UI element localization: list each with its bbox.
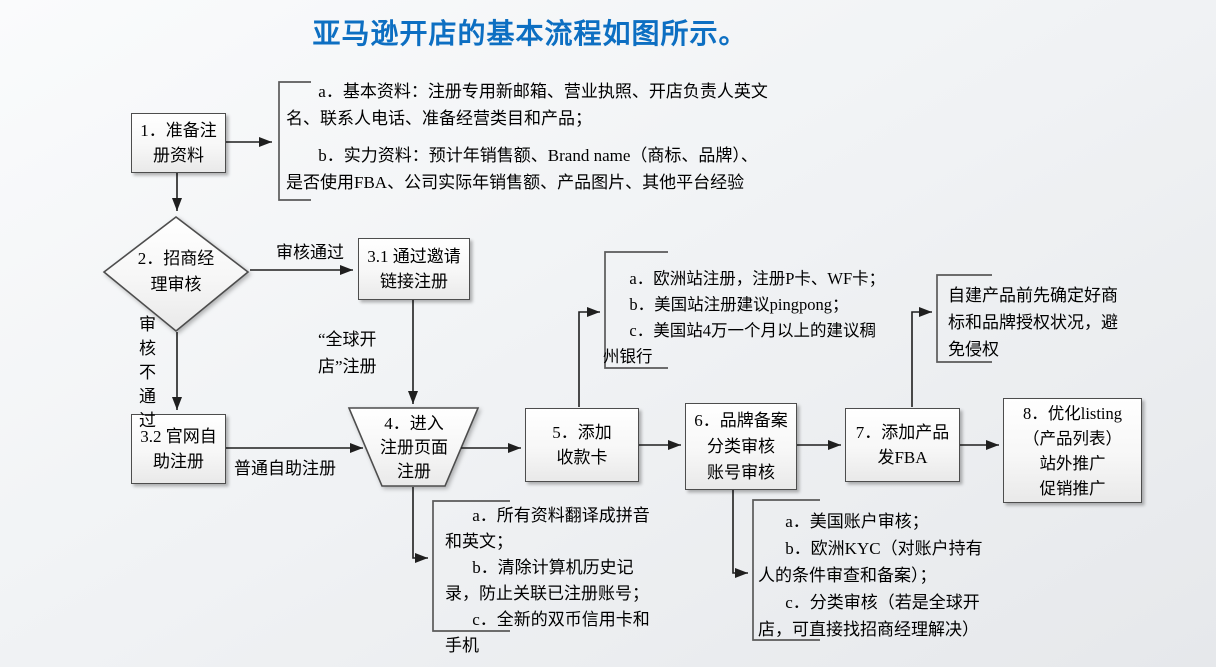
connector-step5-to-note bbox=[578, 307, 600, 407]
edge-label-global-register: “全球开 店”注册 bbox=[318, 330, 377, 376]
node-step2-label: 2．招商经 理审核 bbox=[137, 249, 215, 294]
note-step6-item-b: b．欧洲KYC（对账户持有 人的条件审查和备案）； bbox=[758, 539, 983, 585]
note-step4-item-c: c．全新的双币信用卡和 手机 bbox=[445, 610, 650, 655]
bracket-step1-note bbox=[278, 81, 311, 201]
note-step4: a．所有资料翻译成拼音 和英文； b．清除计算机历史记 录，防止关联已注册账号；… bbox=[445, 503, 661, 659]
note-step5-item-b: b．美国站注册建议pingpong； bbox=[629, 295, 849, 314]
page-title: 亚马逊开店的基本流程如图所示。 bbox=[312, 18, 748, 49]
edge-label-fail: 审 核 不 通 过 bbox=[139, 315, 156, 430]
edge-label-pass: 审核通过 bbox=[276, 243, 344, 262]
note-step4-item-b: b．清除计算机历史记 录，防止关联已注册账号； bbox=[445, 558, 649, 603]
note-step7: 自建产品前先确定好商 标和品牌授权状况，避 免侵权 bbox=[948, 286, 1118, 359]
node-step4-label: 4．进入 注册页面 注册 bbox=[380, 414, 448, 481]
connector-step4-to-note bbox=[412, 487, 428, 563]
bracket-step7-note bbox=[936, 274, 992, 363]
edge-label-normal-register: 普通自助注册 bbox=[234, 459, 336, 478]
note-step4-item-a: a．所有资料翻译成拼音 和英文； bbox=[445, 506, 650, 551]
node-step3-1: 3.1 通过邀请 链接注册 bbox=[358, 238, 470, 300]
note-step6-item-c: c．分类审核（若是全球开 店，可直接找招商经理解决） bbox=[758, 593, 980, 639]
node-step6: 6．品牌备案 分类审核 账号审核 bbox=[685, 403, 797, 490]
note-step1-item-b: b．实力资料：预计年销售额、Brand name（商标、品牌）、 是否使用FBA… bbox=[286, 146, 758, 192]
note-step1-item-a: a．基本资料：注册专用新邮箱、营业执照、开店负责人英文 名、联系人电话、准备经营… bbox=[286, 82, 768, 128]
connector-step7-to-note bbox=[911, 307, 932, 407]
note-step6-item-a: a．美国账户审核； bbox=[785, 512, 929, 531]
node-step1: 1．准备注 册资料 bbox=[131, 113, 226, 173]
bracket-step6-note bbox=[752, 499, 820, 641]
node-step8: 8．优化listing （产品列表） 站外推广 促销推广 bbox=[1003, 398, 1142, 503]
note-step5-item-a: a．欧洲站注册，注册P卡、WF卡； bbox=[629, 269, 886, 288]
trapezoid-step4-shape bbox=[347, 407, 480, 487]
node-step5: 5．添加 收款卡 bbox=[525, 408, 639, 482]
node-step7: 7．添加产品 发FBA bbox=[845, 408, 960, 482]
bracket-step4-note bbox=[432, 500, 510, 632]
bracket-step5-note bbox=[604, 251, 668, 369]
note-step1: a．基本资料：注册专用新邮箱、营业执照、开店负责人英文 名、联系人电话、准备经营… bbox=[286, 78, 810, 196]
node-step3-2: 3.2 官网自 助注册 bbox=[131, 414, 226, 484]
note-step5: a．欧洲站注册，注册P卡、WF卡； b．美国站注册建议pingpong； c．美… bbox=[603, 266, 903, 370]
note-step5-item-c: c．美国站4万一个月以上的建议稠 州银行 bbox=[603, 321, 876, 366]
connector-step6-to-note bbox=[732, 489, 748, 578]
note-step6: a．美国账户审核； b．欧洲KYC（对账户持有 人的条件审查和备案）； c．分类… bbox=[758, 508, 1020, 643]
diamond-step2-shape bbox=[102, 215, 250, 333]
